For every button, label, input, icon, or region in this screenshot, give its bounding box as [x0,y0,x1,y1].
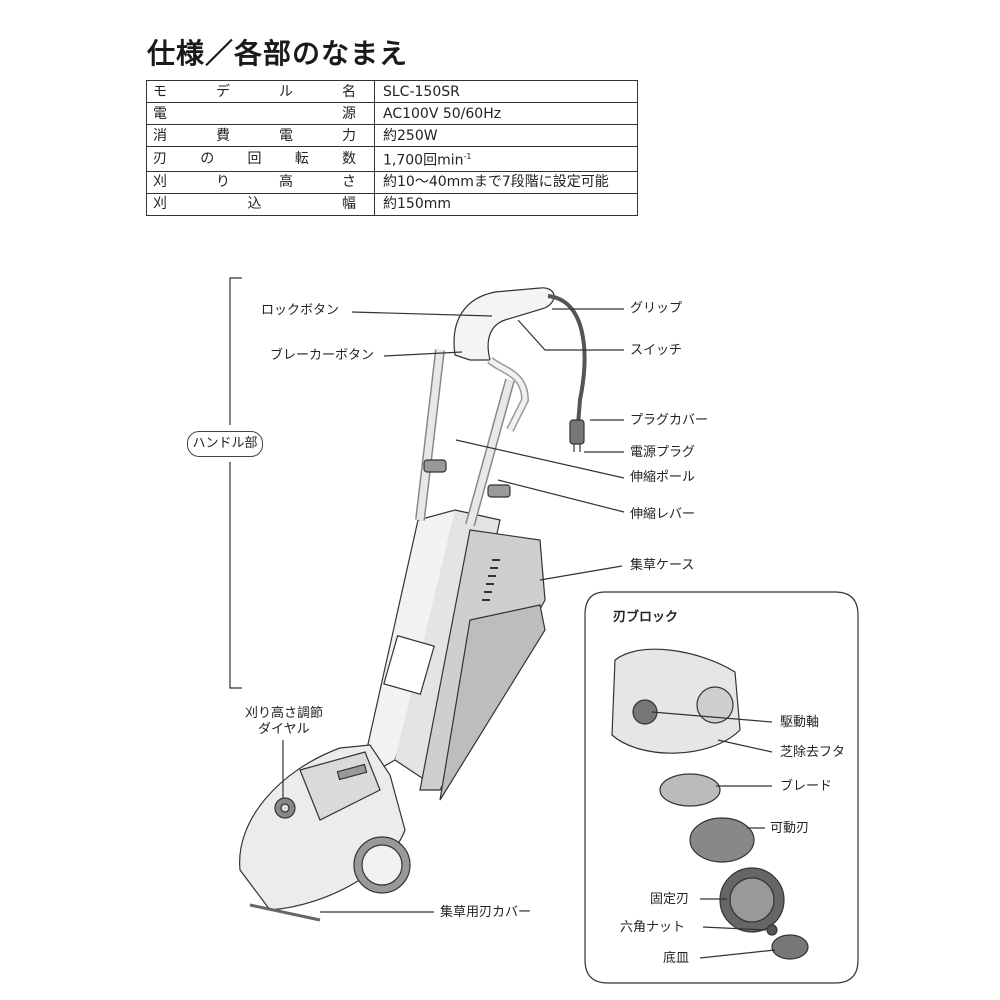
drive-shaft-label: 駆動軸 [780,715,820,730]
spec-key: 刃の回転数 [146,146,375,172]
handle-bracket [229,277,242,425]
lock-button-label: ロックボタン [261,303,340,318]
handle-bracket [229,462,242,689]
spec-key: 消費電力 [146,124,375,147]
spec-table: モデル名 SLC-150SR 電源 AC100V 50/60Hz 消費電力 約2… [146,80,638,216]
movable-blade [689,817,755,863]
bottom-plate-label: 底皿 [663,951,690,966]
grip-handle [453,287,555,361]
hex-nut [766,924,778,936]
table-row: 電源 AC100V 50/60Hz [146,102,638,125]
handle-section-label: ハンドル部 [187,431,263,457]
table-row: 刈り高さ 約10〜40mmまで7段階に設定可能 [146,170,638,194]
page-title: 仕様／各部のなまえ [147,37,409,70]
table-row: モデル名 SLC-150SR [146,80,638,103]
spec-value: AC100V 50/60Hz [374,102,638,125]
telescopic-lever [423,459,447,473]
spec-key: 刈込幅 [146,192,375,216]
switch-label: スイッチ [630,343,683,358]
grip-label: グリップ [630,301,683,316]
plug-cover-label: プラグカバー [630,413,709,428]
grass-case-label: 集草ケース [630,558,695,573]
telescopic-pole-label: 伸縮ポール [630,470,696,485]
blade-label: ブレード [780,779,833,794]
collector-blade-cover-label: 集草用刃カバー [440,905,532,920]
debris-cover-label: 芝除去フタ [780,745,846,760]
table-row: 刈込幅 約150mm [146,192,638,216]
spec-value: 約10〜40mmまで7段階に設定可能 [374,170,638,194]
table-row: 消費電力 約250W [146,124,638,147]
rpm-exponent: -1 [463,152,472,161]
drive-unit [611,648,741,754]
telescopic-lever-label: 伸縮レバー [630,507,696,522]
hex-nut-label: 六角ナット [620,920,686,935]
breaker-button-label: ブレーカーボタン [270,348,375,363]
telescopic-lever [487,484,511,498]
power-cord [547,294,587,426]
bottom-plate [771,934,809,960]
height-dial-label-2: ダイヤル [258,722,310,737]
power-plug-label: 電源プラグ [630,445,696,460]
spec-key: 刈り高さ [146,170,375,194]
height-dial-label: 刈り高さ調節 [245,706,324,721]
movable-blade-label: 可動刃 [770,821,810,836]
spec-key: モデル名 [146,80,375,103]
grass-case-lower [439,604,546,801]
blade-block-frame [584,591,859,984]
plug-cover [569,419,585,445]
rpm-value: 1,700回min [383,152,464,169]
blade-block-title: 刃ブロック [613,610,679,625]
shaft-window [383,634,435,696]
collector-blade-cover [249,903,321,922]
fixed-blade-label: 固定刃 [650,892,690,907]
spec-value: 約150mm [374,192,638,216]
spec-value: 約250W [374,124,638,147]
blade [659,773,721,807]
